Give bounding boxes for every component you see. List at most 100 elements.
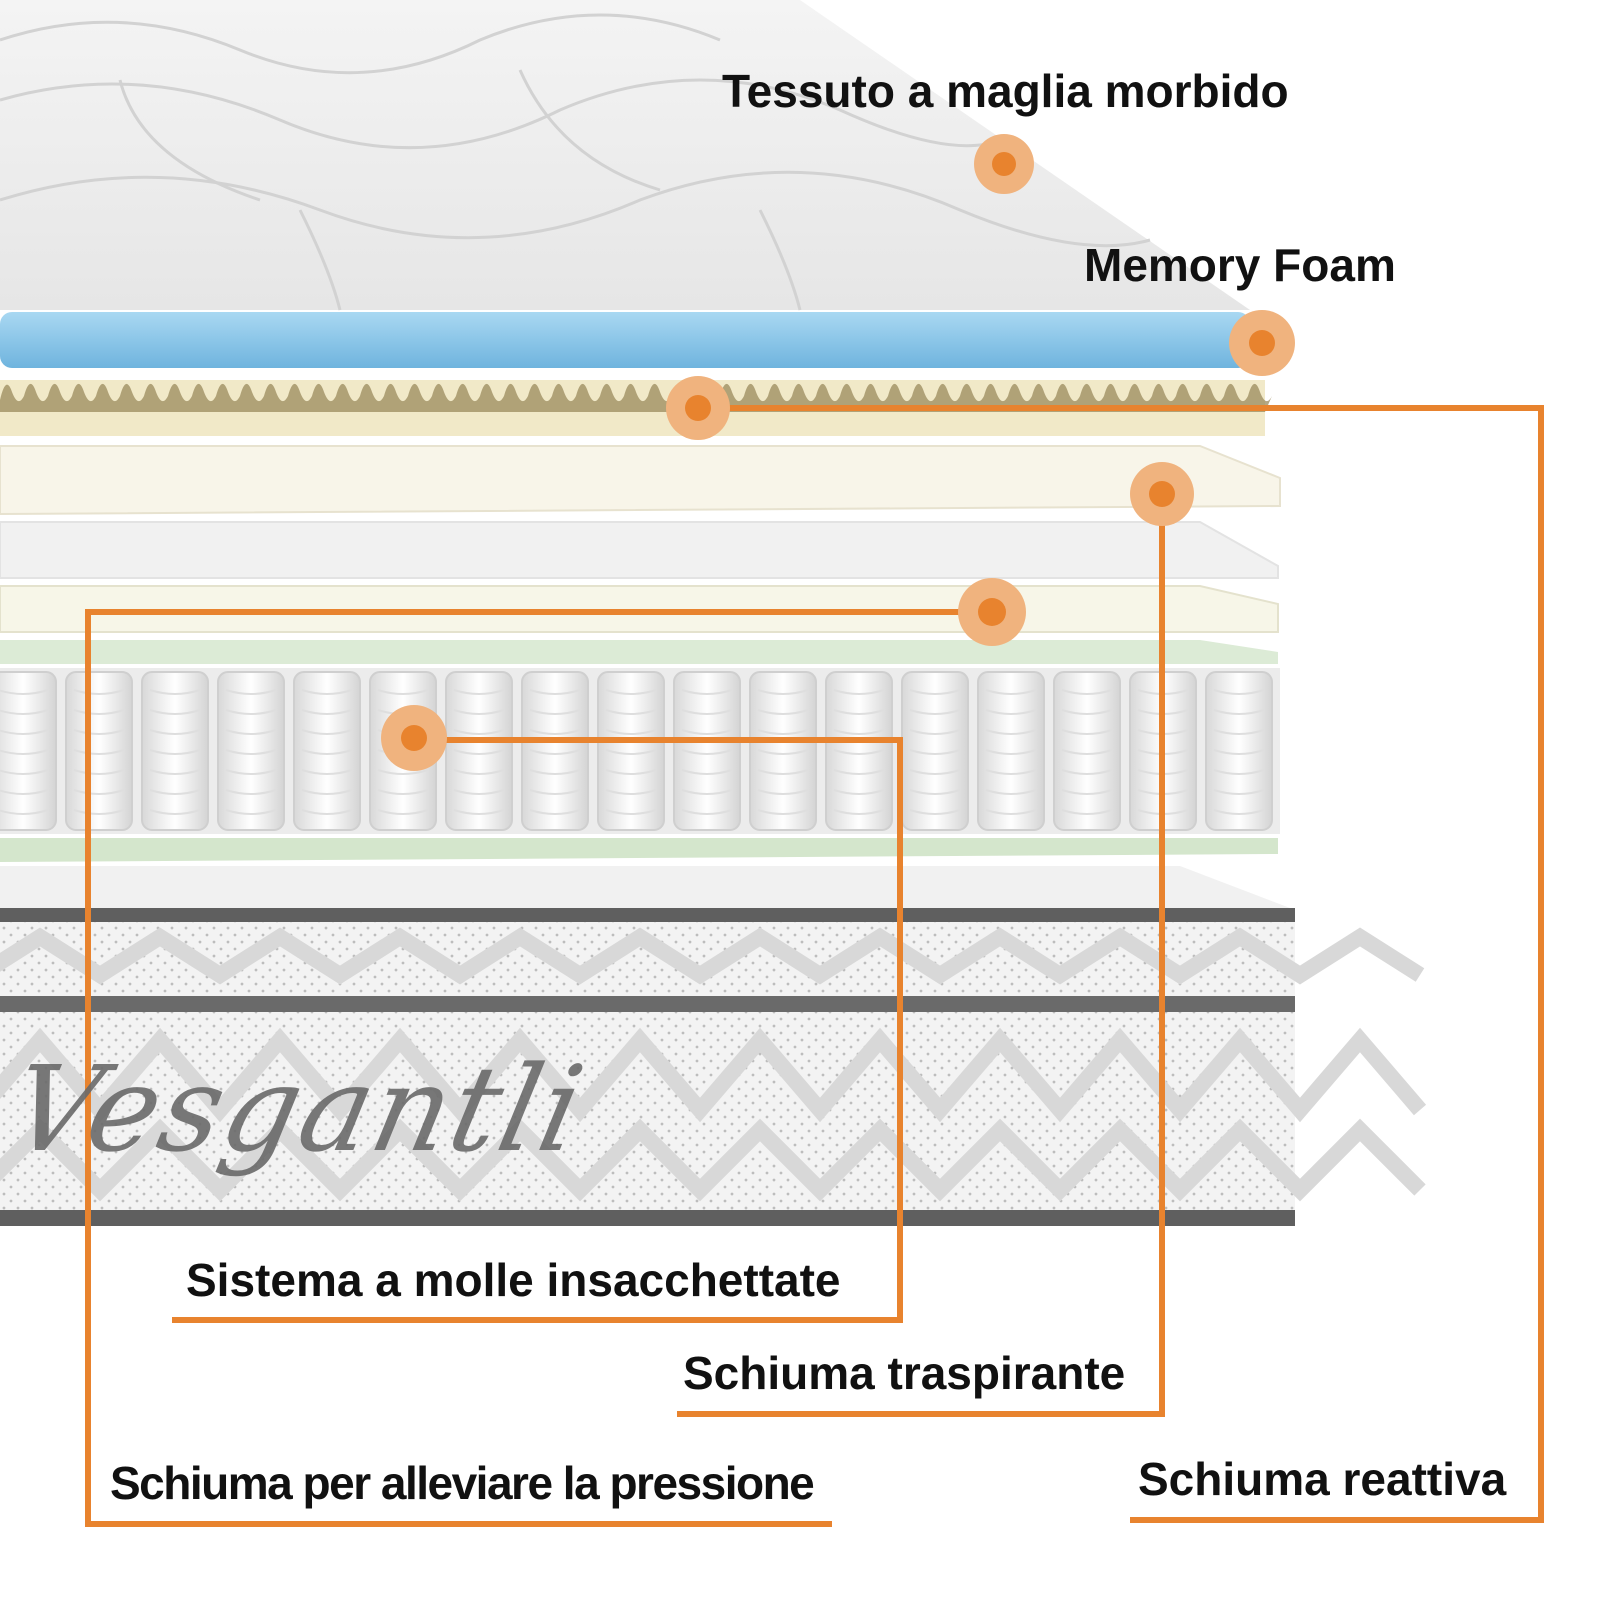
spring-coil-line bbox=[0, 789, 49, 795]
spring-coil-line bbox=[1061, 809, 1113, 815]
label-memory-foam: Memory Foam bbox=[1084, 239, 1396, 291]
spring-coil-line bbox=[377, 769, 429, 775]
spring-coil-line bbox=[757, 729, 809, 735]
spring-coil-line bbox=[377, 809, 429, 815]
spring-coil-line bbox=[453, 709, 505, 715]
spring-coil-line bbox=[909, 789, 961, 795]
spring-coil-line bbox=[1061, 749, 1113, 755]
spring-coil-line bbox=[757, 809, 809, 815]
spring-coil-line bbox=[301, 709, 353, 715]
spring-coil-line bbox=[681, 689, 733, 695]
spring-coil-line bbox=[681, 709, 733, 715]
spring-coil-line bbox=[73, 749, 125, 755]
spring-coil-line bbox=[757, 789, 809, 795]
spring-coil-line bbox=[1061, 709, 1113, 715]
spring-coil-line bbox=[529, 789, 581, 795]
reactive-foam-leader-line bbox=[700, 405, 1544, 1523]
spring-coil-line bbox=[1213, 789, 1265, 795]
spring-coil-line bbox=[1213, 749, 1265, 755]
spring-coil-line bbox=[909, 729, 961, 735]
spring-coil-line bbox=[73, 769, 125, 775]
spring-coil-line bbox=[301, 749, 353, 755]
pressure-relief-leader-line bbox=[85, 609, 992, 1527]
spring-coil-line bbox=[909, 709, 961, 715]
white-foam-layer bbox=[0, 521, 1279, 579]
spring-coil-line bbox=[0, 729, 49, 735]
spring-coil-line bbox=[1213, 809, 1265, 815]
spring-coil-line bbox=[529, 769, 581, 775]
spring-coil-line bbox=[73, 789, 125, 795]
spring-coil-line bbox=[681, 809, 733, 815]
spring-coil-line bbox=[757, 709, 809, 715]
spring-coil-line bbox=[0, 809, 49, 815]
spring-coil-line bbox=[909, 689, 961, 695]
spring-coil-line bbox=[301, 729, 353, 735]
knit-fabric-marker bbox=[974, 134, 1034, 194]
spring-coil-line bbox=[1213, 769, 1265, 775]
pressure-relief-marker bbox=[958, 578, 1026, 646]
spring-coil-line bbox=[149, 729, 201, 735]
spring-coil-line bbox=[605, 789, 657, 795]
memory-foam-layer bbox=[0, 312, 1250, 368]
spring-coil-line bbox=[149, 709, 201, 715]
breathable-foam-layer bbox=[0, 445, 1281, 516]
green-layer-upper bbox=[0, 640, 1278, 664]
spring-coil-line bbox=[909, 769, 961, 775]
spring-coil-line bbox=[149, 689, 201, 695]
spring-coil-line bbox=[1061, 689, 1113, 695]
spring-coil-line bbox=[605, 809, 657, 815]
spring-coil-line bbox=[605, 769, 657, 775]
spring-coil-line bbox=[757, 769, 809, 775]
spring-coil-line bbox=[453, 689, 505, 695]
spring-coil-line bbox=[833, 689, 885, 695]
pocket-springs-marker bbox=[381, 705, 447, 771]
spring-coil-line bbox=[453, 789, 505, 795]
spring-coil-line bbox=[1213, 709, 1265, 715]
spring-coil-line bbox=[529, 689, 581, 695]
spring-coil-line bbox=[909, 749, 961, 755]
spring-coil-line bbox=[681, 769, 733, 775]
spring-coil-line bbox=[529, 809, 581, 815]
spring-coil-line bbox=[453, 729, 505, 735]
spring-coil-line bbox=[453, 749, 505, 755]
callout-lines bbox=[85, 405, 1544, 1527]
spring-coil-line bbox=[605, 709, 657, 715]
spring-coil-line bbox=[1213, 689, 1265, 695]
knit-fabric-layer bbox=[0, 0, 1250, 311]
spring-coil-line bbox=[985, 709, 1037, 715]
spring-coil-line bbox=[681, 729, 733, 735]
spring-coil-line bbox=[377, 689, 429, 695]
label-breathable-foam: Schiuma traspirante bbox=[683, 1347, 1126, 1399]
spring-coil-line bbox=[985, 809, 1037, 815]
spring-coil-line bbox=[605, 689, 657, 695]
spring-coil-line bbox=[605, 749, 657, 755]
spring-coil-line bbox=[225, 729, 277, 735]
spring-coil-line bbox=[985, 729, 1037, 735]
spring-coil-line bbox=[605, 729, 657, 735]
pocket-springs-layer bbox=[0, 668, 1280, 834]
spring-coil-line bbox=[301, 689, 353, 695]
label-pressure-relief-foam: Schiuma per alleviare la pressione bbox=[110, 1457, 815, 1509]
spring-coil-line bbox=[1213, 729, 1265, 735]
spring-coil-line bbox=[301, 769, 353, 775]
reactive-foam-marker bbox=[666, 376, 730, 440]
spring-coil-line bbox=[301, 809, 353, 815]
label-pocket-springs: Sistema a molle insacchettate bbox=[186, 1254, 841, 1306]
spring-coil-line bbox=[225, 689, 277, 695]
spring-coil-line bbox=[453, 809, 505, 815]
spring-coil-line bbox=[833, 769, 885, 775]
spring-coil-line bbox=[0, 749, 49, 755]
spring-coil-line bbox=[909, 809, 961, 815]
spring-coil-line bbox=[73, 809, 125, 815]
breathable-foam-leader-line bbox=[677, 494, 1165, 1417]
spring-coil-line bbox=[149, 749, 201, 755]
markers bbox=[381, 134, 1295, 771]
spring-coil-line bbox=[681, 789, 733, 795]
base-top-layer bbox=[0, 866, 1290, 908]
spring-coil-line bbox=[1061, 789, 1113, 795]
spring-coil-line bbox=[833, 789, 885, 795]
pocket-springs-leader-line bbox=[172, 737, 903, 1323]
spring-coil-line bbox=[833, 709, 885, 715]
spring-coil-line bbox=[833, 809, 885, 815]
